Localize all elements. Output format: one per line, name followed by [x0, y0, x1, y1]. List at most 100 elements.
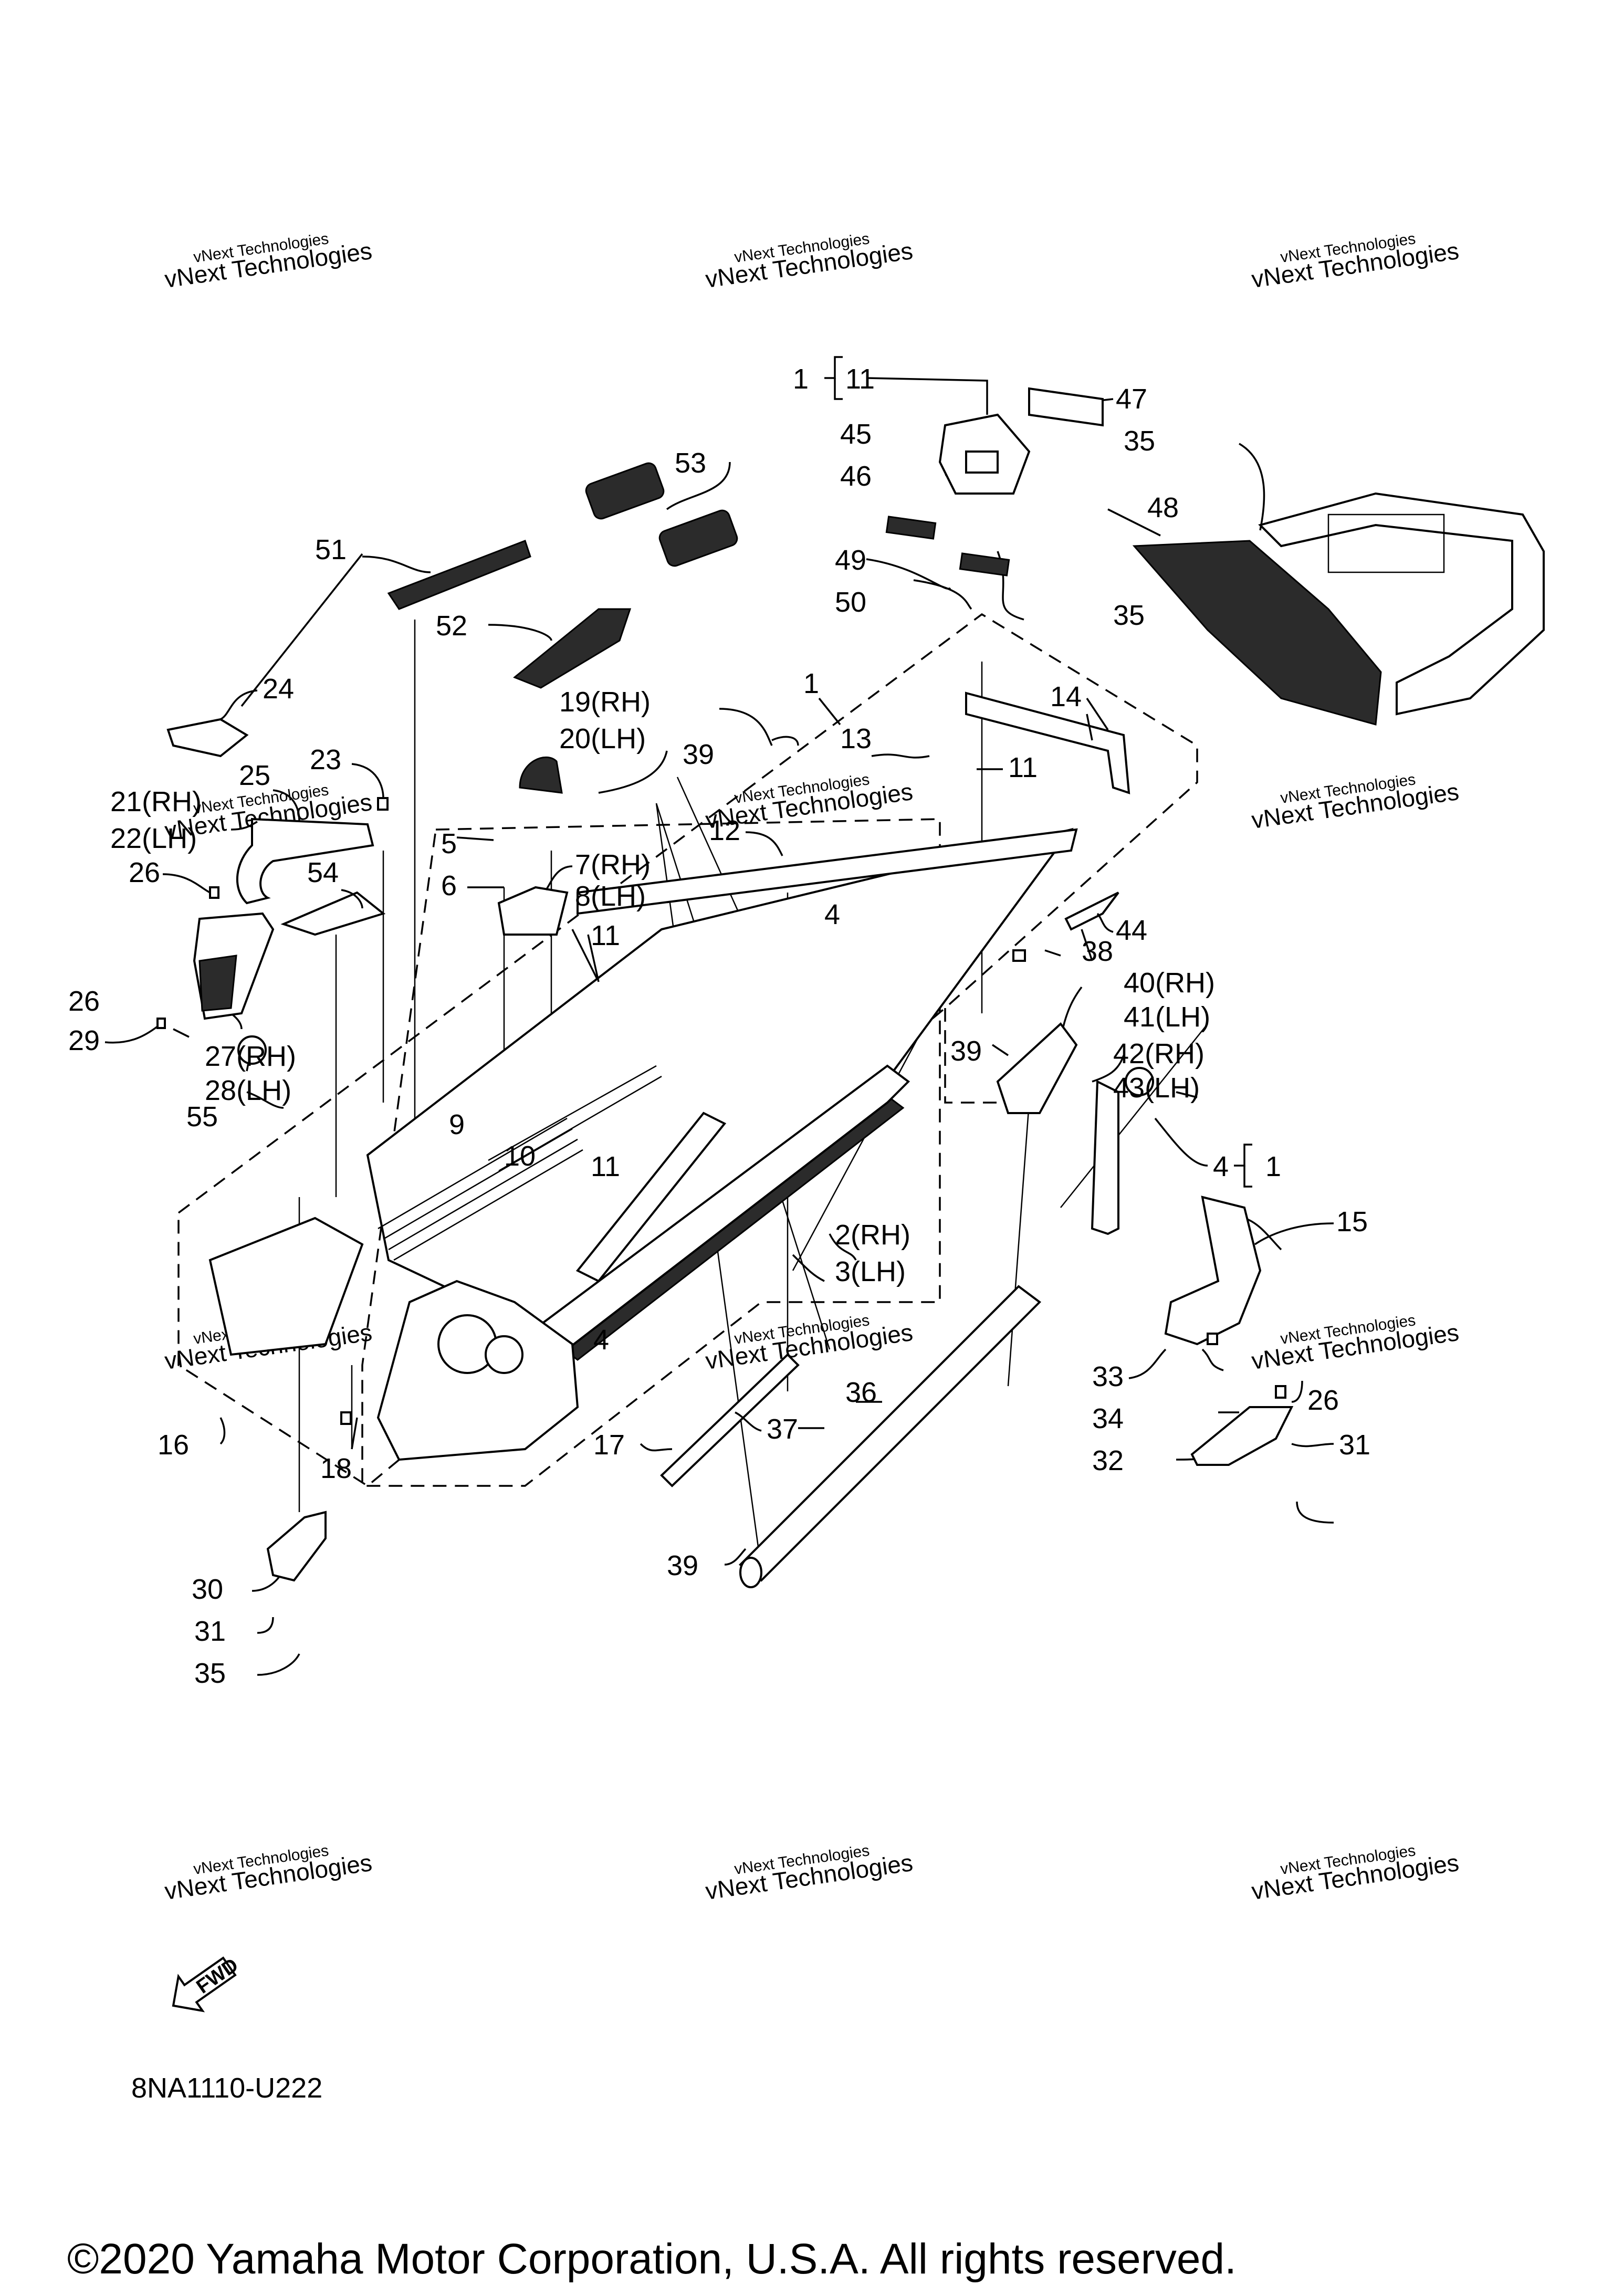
watermark: vNext Technologies vNext Technologies: [704, 1842, 914, 1905]
reflector-upper: [885, 516, 937, 540]
callout-23: 23: [310, 744, 341, 775]
callout-22-lh: 22(LH): [110, 823, 197, 854]
watermark: vNext Technologies vNext Technologies: [163, 1842, 373, 1905]
callout-54: 54: [307, 857, 339, 888]
callout-51: 51: [315, 534, 347, 565]
slide-rail: [660, 1353, 800, 1487]
callout-39: 39: [683, 739, 714, 770]
callout-34: 34: [1092, 1403, 1124, 1434]
callout-4: 4: [593, 1324, 609, 1356]
toe-hook: [266, 1511, 327, 1582]
rear-crossbar: [965, 691, 1130, 794]
callout-11: 11: [845, 363, 875, 395]
tunnel-body: [366, 827, 1074, 1351]
parts: [156, 387, 1545, 1588]
side-rail: [577, 828, 1078, 915]
copyright-notice: ©2020 Yamaha Motor Corporation, U.S.A. A…: [67, 2235, 1237, 2283]
diagram-code: 8NA1110-U222: [131, 2072, 322, 2104]
callout-27-rh: 27(RH): [205, 1041, 296, 1072]
grommet: [237, 1035, 267, 1065]
callout-33: 33: [1092, 1361, 1124, 1392]
callout-40-rh: 40(RH): [1124, 967, 1215, 999]
callout-13: 13: [840, 723, 872, 754]
callout-37: 37: [767, 1413, 798, 1445]
watermark: vNext Technologies vNext Technologies: [1250, 1842, 1460, 1905]
watermark: vNext Technologies vNext Technologies: [1250, 771, 1460, 834]
callout-32: 32: [1092, 1445, 1124, 1476]
footrest-group-outline: [944, 1008, 1003, 1104]
callout-16: 16: [158, 1429, 189, 1461]
running-board-mat: [387, 540, 531, 610]
callout-43-lh: 43(LH): [1113, 1072, 1200, 1104]
rear-plate: [1064, 892, 1119, 931]
callout-31: 31: [1339, 1429, 1370, 1461]
callout-55: 55: [186, 1101, 218, 1133]
callout-35: 35: [1113, 600, 1145, 631]
callout-39: 39: [667, 1550, 698, 1581]
callouts: 1 11 47 45 35 46 53 48 51 49 50 35 52 19…: [68, 356, 1370, 1689]
side-bracket-grill: [198, 955, 237, 1012]
step-mat: [513, 608, 632, 689]
rear-guide: [1028, 387, 1104, 427]
callout-24: 24: [263, 673, 294, 705]
callout-35: 35: [194, 1658, 226, 1689]
reflector-lower: [959, 552, 1010, 576]
rear-bracket-slot: [965, 450, 999, 474]
svg-text:FWD: FWD: [193, 1954, 243, 1998]
heat-exchanger: [575, 1112, 727, 1283]
callout-3-lh: 3(LH): [835, 1256, 906, 1287]
callout-9: 9: [449, 1109, 465, 1140]
callout-26: 26: [1307, 1385, 1339, 1416]
grab-handle: [236, 817, 374, 905]
callout-38: 38: [1082, 936, 1113, 967]
callout-11: 11: [591, 1151, 620, 1182]
callout-1: 1: [793, 363, 809, 395]
callout-41-lh: 41(LH): [1124, 1001, 1210, 1033]
fwd-arrow: FWD: [172, 1954, 243, 2012]
callout-49: 49: [835, 544, 866, 576]
callout-4: 4: [1213, 1151, 1229, 1182]
callout-6: 6: [441, 870, 457, 901]
callout-36: 36: [845, 1377, 877, 1408]
callout-18: 18: [320, 1453, 352, 1484]
callout-35: 35: [1124, 425, 1155, 457]
callout-12: 12: [709, 815, 740, 846]
watermark: vNext Technologies vNext Technologies: [704, 230, 914, 293]
callout-17: 17: [593, 1429, 625, 1461]
callout-29: 29: [68, 1025, 100, 1056]
callout-1: 1: [1265, 1151, 1281, 1182]
callout-10: 10: [504, 1140, 536, 1172]
foot-step: [1190, 1406, 1294, 1466]
callout-20-lh: 20(LH): [559, 723, 646, 754]
side-cover-small: [519, 756, 563, 794]
front-frame-right: [208, 1217, 364, 1356]
roller-bar-end: [739, 1557, 762, 1588]
cover-plate: [166, 718, 249, 758]
callout-39: 39: [950, 1035, 982, 1067]
gusset-plate: [280, 891, 386, 936]
callout-25: 25: [239, 760, 270, 791]
callout-30: 30: [192, 1574, 223, 1605]
footrest-plate: [1164, 1196, 1262, 1346]
callout-53: 53: [675, 447, 706, 479]
callout-52: 52: [436, 610, 467, 642]
watermark: vNext Technologies vNext Technologies: [1250, 230, 1460, 293]
callout-11: 11: [591, 920, 620, 951]
snow-flap: [1132, 540, 1382, 726]
center-bracket: [497, 886, 569, 936]
callout-1: 1: [803, 668, 819, 699]
tension-rod-plate: [1125, 1067, 1154, 1096]
callout-26: 26: [68, 986, 100, 1017]
callout-50: 50: [835, 586, 866, 618]
callout-14: 14: [1050, 681, 1082, 712]
callout-8-lh: 8(LH): [575, 880, 646, 912]
rear-bumper: [1258, 492, 1545, 716]
callout-5: 5: [441, 828, 457, 859]
mat-front: [585, 462, 665, 520]
callout-19-rh: 19(RH): [559, 686, 651, 718]
front-frame-hole: [485, 1335, 523, 1374]
tunnel-assembly-outline: [177, 613, 1198, 1487]
callout-7-rh: 7(RH): [575, 849, 651, 880]
watermark: vNext Technologies vNext Technologies: [163, 230, 373, 293]
